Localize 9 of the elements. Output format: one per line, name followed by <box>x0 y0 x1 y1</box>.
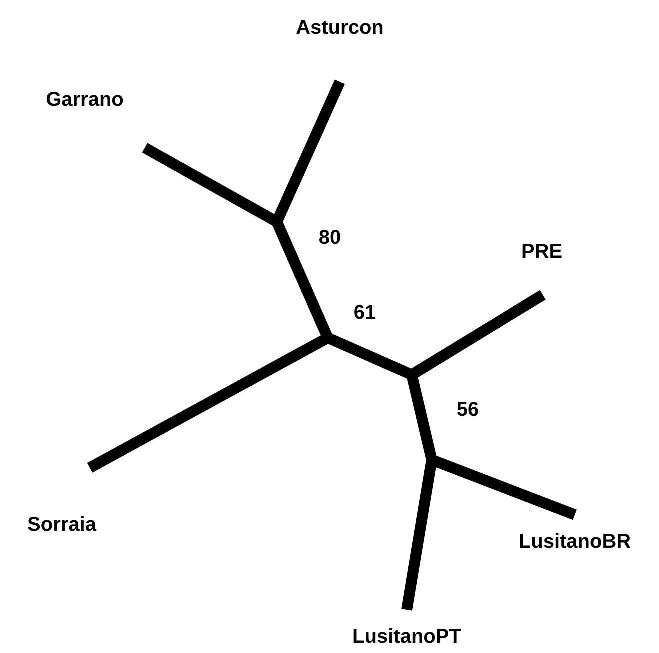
taxon-label: PRE <box>521 241 563 263</box>
tree-branch <box>409 290 546 380</box>
tree-branch <box>87 333 331 473</box>
tree-branch <box>326 332 414 380</box>
taxon-label: Garrano <box>46 89 124 111</box>
taxon-label: Asturcon <box>296 17 384 39</box>
taxon-label: Sorraia <box>28 514 96 536</box>
taxon-label: LusitanoPT <box>352 626 462 648</box>
taxon-label: LusitanoBR <box>518 531 632 553</box>
